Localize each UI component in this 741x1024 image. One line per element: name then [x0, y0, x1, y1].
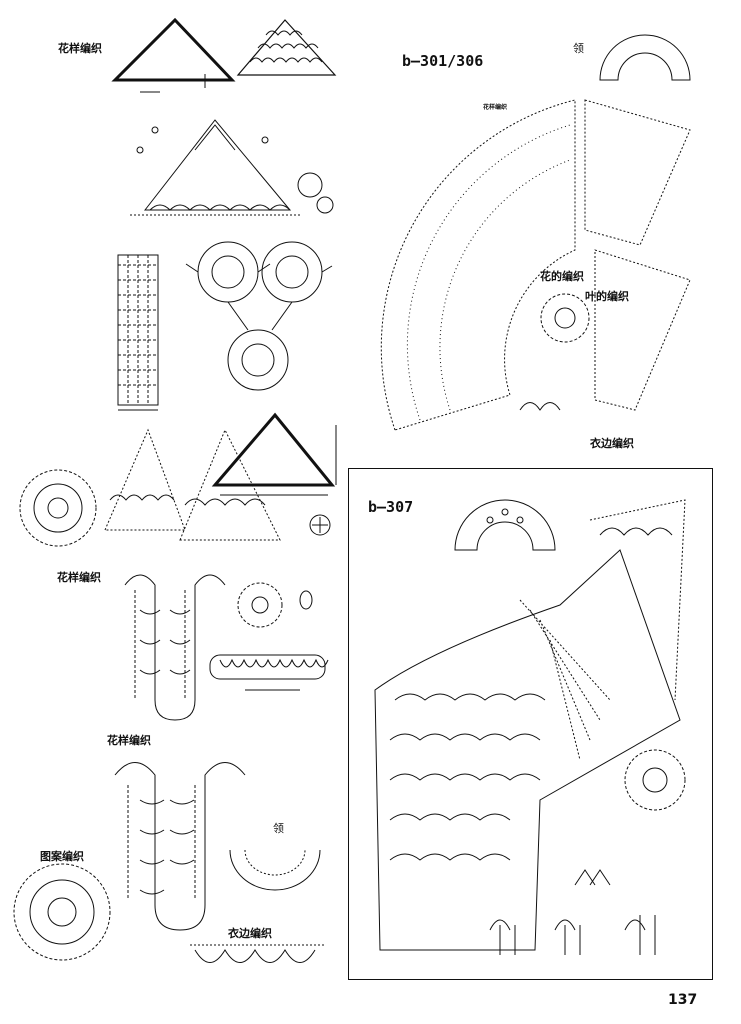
label-pattern-knitting-3: 花样编织 — [107, 734, 151, 747]
triangle-diagram-top — [111, 17, 236, 93]
title-b307: b—307 — [368, 498, 414, 516]
round-motif-bottom-left — [13, 863, 111, 961]
chain-strip-chart — [209, 654, 329, 691]
collar-chart-top — [599, 34, 691, 81]
hem-edge-chart — [190, 944, 325, 963]
flower-motif-center — [519, 293, 590, 411]
u-strip-chart-1 — [124, 574, 226, 721]
u-strip-chart-2 — [114, 762, 246, 931]
small-fan-chart — [309, 514, 331, 536]
label-pattern-knitting-1: 花样编织 — [58, 42, 102, 55]
label-flower-knitting: 花的编织 — [540, 270, 584, 283]
flower-motifs — [185, 241, 333, 391]
label-motif-knitting: 图案编织 — [40, 850, 84, 863]
flower-small-chart — [237, 582, 313, 628]
label-leaf-knitting: 叶的编织 — [585, 290, 629, 303]
label-hem-knitting-2: 衣边编织 — [228, 927, 272, 940]
collar-chart-small — [229, 849, 321, 891]
stitch-symbols-b307 — [489, 869, 656, 955]
page-number: 137 — [668, 992, 698, 1008]
label-small-pattern: 花样编织 — [483, 104, 508, 111]
triangle-outline-large — [211, 412, 337, 496]
round-motif-left — [19, 469, 97, 547]
label-pattern-knitting-2: 花样编织 — [57, 571, 101, 584]
label-hem-knitting-1: 衣边编织 — [590, 437, 634, 450]
b307-frame — [348, 468, 713, 980]
title-b301-306: b—301/306 — [402, 52, 484, 70]
fan-body-chart — [380, 99, 576, 431]
hem-panel-chart — [594, 249, 691, 411]
triangle-stitch-chart — [130, 119, 334, 216]
label-collar-2: 领 — [273, 822, 284, 835]
shell-triangle-diagram — [236, 19, 337, 76]
sleeve-panel-chart — [584, 99, 691, 246]
edge-band-chart-b307 — [589, 499, 686, 701]
collar-chart-b307 — [454, 499, 556, 551]
round-motif-b307 — [624, 749, 686, 811]
mesh-strip-chart — [117, 254, 159, 411]
label-collar-1: 领 — [573, 42, 584, 55]
shell-fan-chart-b307 — [374, 549, 681, 951]
